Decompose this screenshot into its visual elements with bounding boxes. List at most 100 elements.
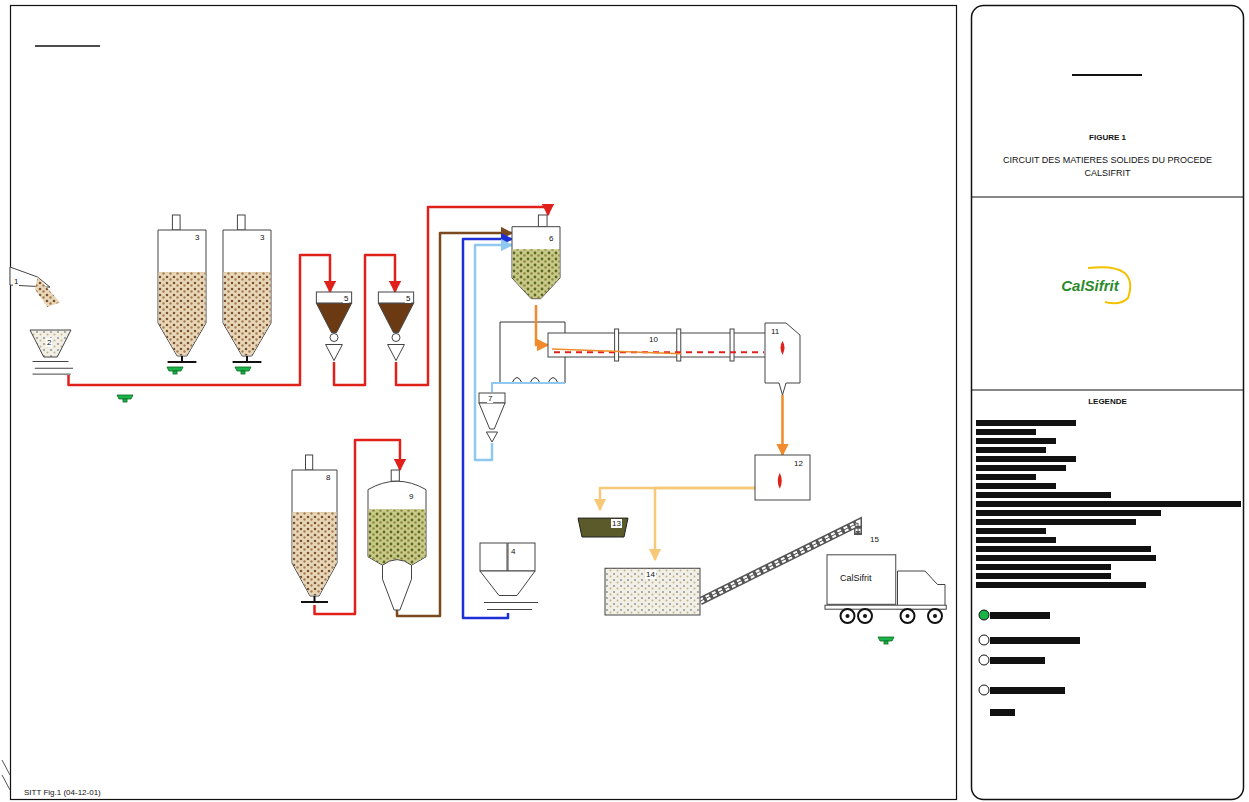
- drawing-part: [378, 303, 413, 332]
- drawing-part: [512, 227, 560, 299]
- flow-path: [463, 239, 512, 618]
- figure-reference: SITT Fig.1 (04-12-01): [24, 788, 101, 798]
- flow-path: [655, 488, 755, 560]
- drawing-part: [778, 473, 782, 489]
- material-flow-line: [782, 395, 783, 455]
- drawing-part: [233, 356, 262, 362]
- combustion-chamber: 11: [765, 315, 800, 395]
- drawing-part: [30, 330, 71, 357]
- drawing-part: [677, 329, 681, 361]
- drawing-part: [976, 501, 1241, 507]
- drawing-part: [979, 655, 989, 665]
- drawing-part: [552, 349, 681, 354]
- drawing-part: [976, 537, 1056, 543]
- drawing-part: [781, 341, 785, 355]
- figure-title: CIRCUIT DES MATIERES SOLIDES DU PROCEDE …: [1000, 154, 1215, 180]
- drawing-part: [513, 249, 560, 298]
- drawing-part: [827, 555, 896, 605]
- drawing-part: [979, 635, 989, 645]
- drawing-part: [392, 334, 400, 342]
- callout-number: 11: [770, 327, 780, 336]
- drawing-part: [548, 333, 770, 357]
- cooler: 12: [755, 455, 810, 500]
- drawing-part: [755, 455, 810, 500]
- drawing-part: [480, 543, 507, 571]
- callout-number: 9: [408, 492, 414, 501]
- mixing-silo-outline: [368, 470, 426, 610]
- drawing-part: [976, 546, 1151, 552]
- drawing-part: [976, 582, 1146, 588]
- drawing-part: [976, 465, 1066, 471]
- callout-number: 13: [611, 519, 622, 528]
- drawing-part: [10, 267, 50, 287]
- drawing-part: [293, 512, 337, 595]
- drawing-part: [863, 614, 867, 618]
- drawing-part: [326, 345, 343, 361]
- drawing-part: [976, 564, 1111, 570]
- logo-text: CalSifrit: [1061, 277, 1119, 294]
- drawing-part: [976, 492, 1111, 498]
- delivery-truck: 15CalSifrit: [825, 535, 950, 625]
- drawing-part: [979, 685, 989, 695]
- storage-silo: 3: [158, 215, 206, 365]
- product-stockpile: 14: [605, 560, 700, 615]
- flow-path: [69, 255, 331, 385]
- drawing-part: [391, 470, 399, 481]
- drawing-part: [976, 456, 1076, 462]
- drawing-part: [858, 609, 872, 623]
- drawing-part: [615, 329, 619, 361]
- drawing-part: [990, 612, 1050, 619]
- material-flow-line: [475, 245, 512, 460]
- drawing-part: [976, 474, 1036, 480]
- drawing-part: [990, 687, 1065, 694]
- flow-path: [475, 245, 512, 460]
- additive-bin-outline: [478, 543, 538, 613]
- cyclone: 5: [313, 292, 355, 362]
- kiln-feed-hopper-outline: [512, 215, 560, 305]
- drawing-part: [508, 543, 535, 571]
- drawing-part: [841, 609, 855, 623]
- drawing-part: [479, 403, 505, 429]
- callout-number: 3: [259, 233, 265, 242]
- flow-path: [781, 395, 784, 455]
- drawing-part: [316, 292, 351, 303]
- drawing-part: [224, 272, 271, 355]
- drawing-part: [976, 429, 1036, 435]
- drawing-part: [538, 215, 547, 227]
- drawing-part: [330, 334, 338, 342]
- drawing-part: [605, 568, 700, 615]
- cyclone: 5: [375, 292, 417, 362]
- tipping-truck: 1: [10, 263, 60, 307]
- callout-number: 6: [548, 234, 554, 243]
- drawing-part: [33, 362, 74, 375]
- drawing-part: [976, 510, 1161, 516]
- drawing-part: [976, 447, 1046, 453]
- callout-number: 3: [194, 233, 200, 242]
- drawing-part: [730, 329, 734, 361]
- drawing-part: [976, 555, 1156, 561]
- drawing-part: [486, 432, 497, 442]
- drawing-part: [933, 614, 937, 618]
- drawing-part: [158, 230, 206, 356]
- material-flow-line: [69, 255, 331, 385]
- callout-number: 15: [869, 535, 880, 544]
- drawing-part: [292, 470, 337, 596]
- receiving-hopper-outline: [28, 330, 73, 375]
- drawing-part: [316, 303, 351, 332]
- callout-number: 2: [46, 338, 52, 347]
- drawing-part: [898, 571, 946, 609]
- callout-number: 8: [325, 473, 331, 482]
- drawing-part: [765, 323, 800, 395]
- material-flow-line: [463, 239, 512, 618]
- drawing-part: [388, 345, 405, 361]
- legend-title: LEGENDE: [1088, 397, 1127, 406]
- material-flow-line: [600, 488, 755, 510]
- drawing-part: [976, 528, 1046, 534]
- drawing-part: [383, 560, 412, 610]
- product-stockpile-outline: [605, 560, 700, 615]
- drawing-part: [237, 215, 245, 230]
- drawing-part: [479, 393, 505, 403]
- drawing-part: [306, 455, 313, 470]
- dust-cyclone: 7: [478, 393, 506, 443]
